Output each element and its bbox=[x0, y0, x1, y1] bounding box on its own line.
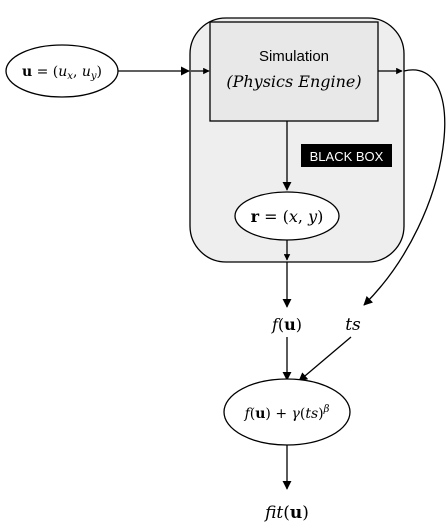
simulation-title: Simulation bbox=[259, 48, 329, 65]
black-box-label: BLACK BOX bbox=[310, 149, 384, 164]
combine-label: f(u) + γ(ts)β bbox=[244, 404, 330, 422]
simulation-box bbox=[209, 21, 379, 122]
arrow-ts-to-combine bbox=[298, 336, 352, 382]
output-r-label: r = (x, y) bbox=[251, 207, 324, 226]
input-label: u = (ux, uy) bbox=[22, 64, 102, 82]
black-box-badge bbox=[301, 144, 392, 167]
fu-label: f(u) bbox=[271, 315, 302, 334]
ts-label: ts bbox=[345, 315, 361, 335]
fitness-label: fit(u) bbox=[263, 503, 309, 523]
simulation-subtitle: (Physics Engine) bbox=[226, 72, 361, 91]
arrow-blackbox-to-ts bbox=[363, 69, 446, 306]
